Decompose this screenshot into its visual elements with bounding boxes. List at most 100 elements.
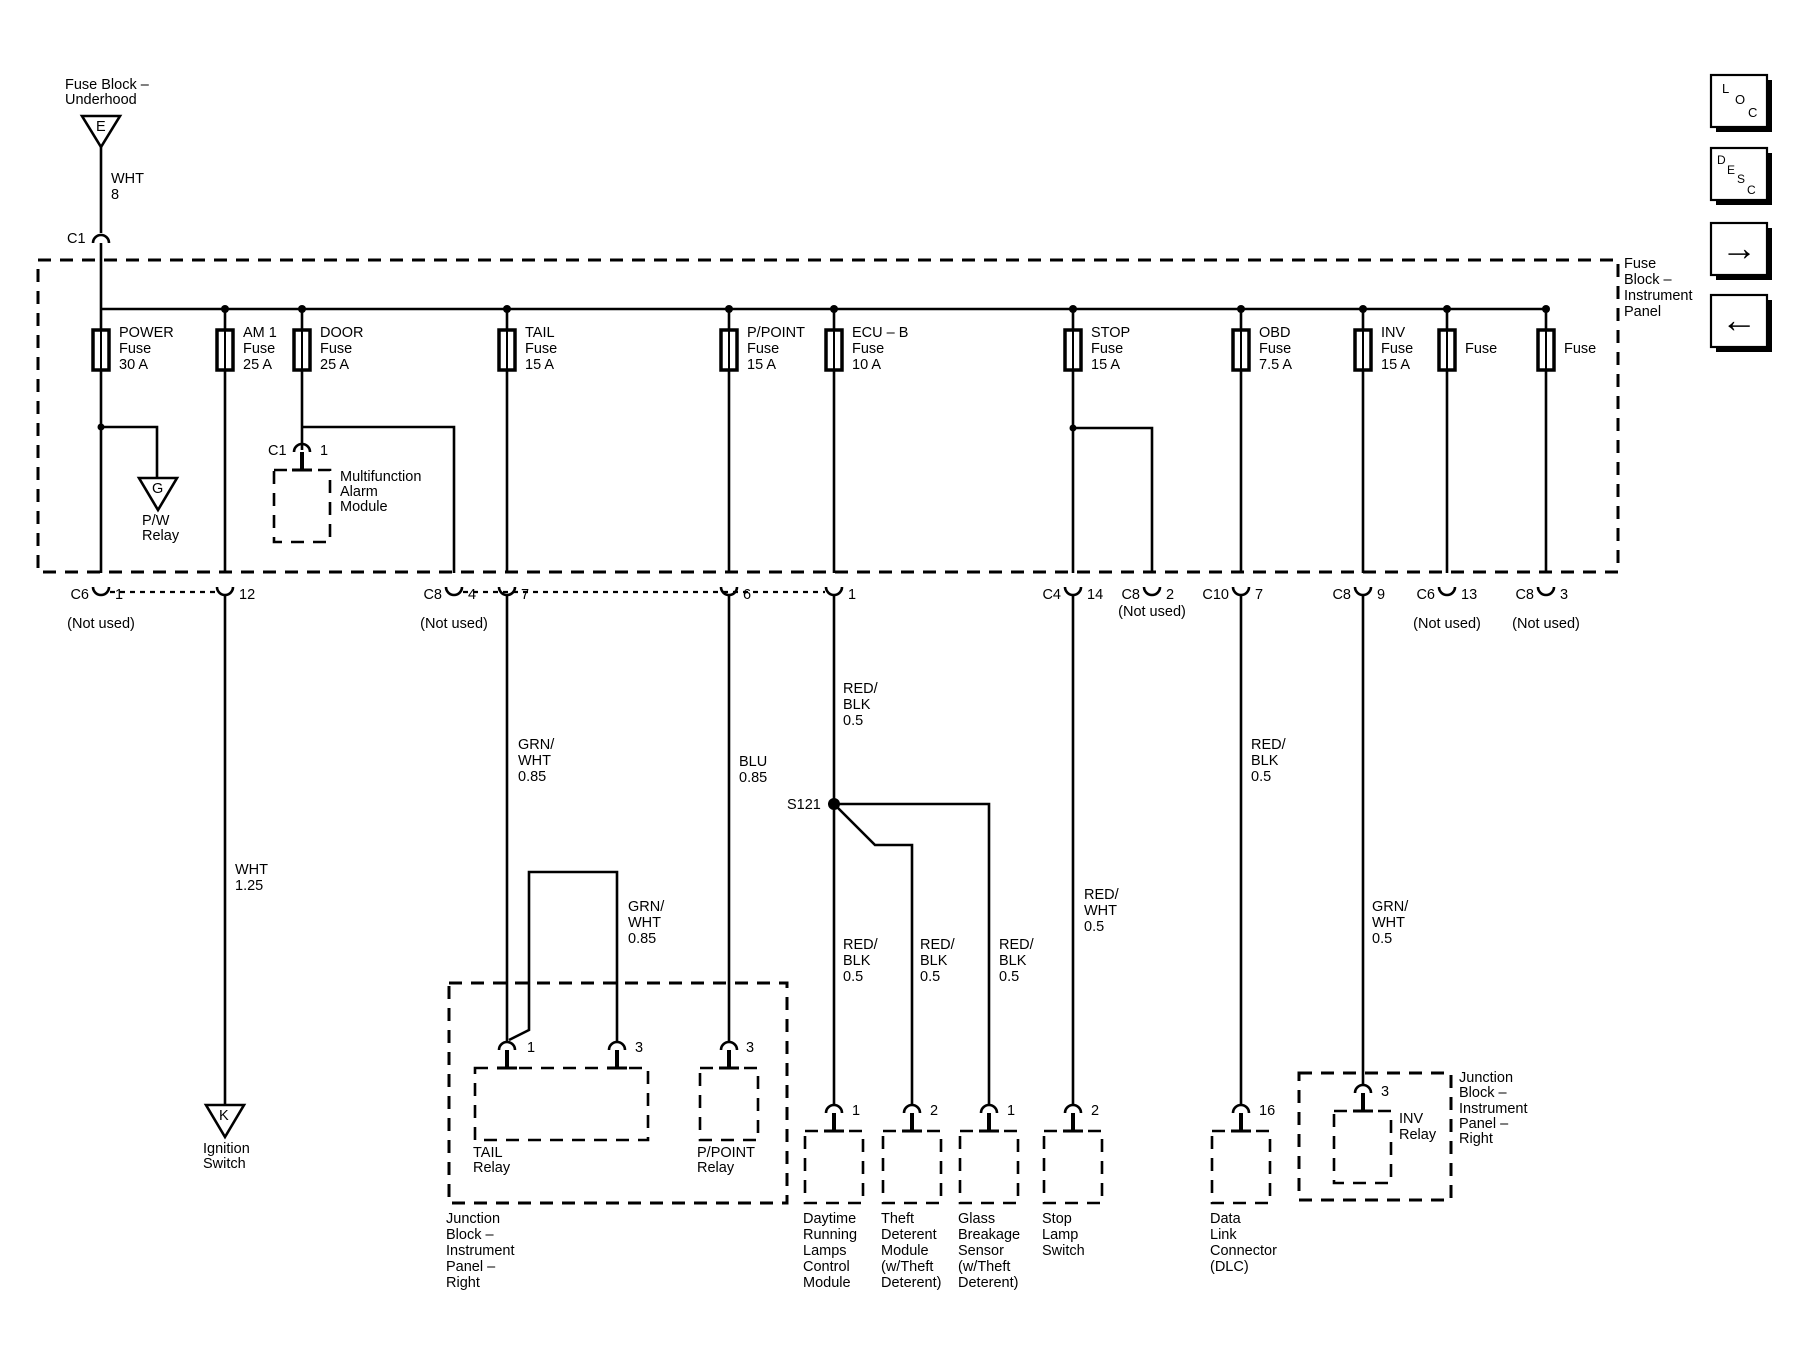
- jb-left-label-line4: Panel –: [446, 1259, 496, 1275]
- connector-c6-13-note: (Not used): [1413, 616, 1481, 632]
- pw-relay-label-line1: P/W: [142, 513, 170, 529]
- fuse-power-label-1: Fuse: [119, 341, 151, 357]
- alarm-module-pin: 1: [320, 443, 328, 459]
- junction-block-left-outline: [447, 981, 789, 1205]
- prev-page-button[interactable]: ←: [1709, 293, 1772, 352]
- connector-c8-3-name: C8: [1515, 587, 1534, 603]
- connector-tail-7: 7: [497, 586, 529, 603]
- inv-relay-label-line1: INV: [1399, 1111, 1424, 1127]
- load-stop-label-1: Lamp: [1042, 1227, 1078, 1243]
- inv-relay: 3 INV Relay: [1332, 1083, 1437, 1185]
- connector-c8-2-pin: 2: [1166, 587, 1174, 603]
- desc-letter-e: E: [1727, 163, 1735, 177]
- load-stop-label-2: Switch: [1042, 1243, 1085, 1259]
- connector-c6-13-pin: 13: [1461, 587, 1477, 603]
- wire-inv-line3: 0.5: [1372, 931, 1392, 947]
- connector-c6-13-name: C6: [1416, 587, 1435, 603]
- load-glass-label-2: Sensor: [958, 1243, 1004, 1259]
- fuse-tail-label-1: Fuse: [525, 341, 557, 357]
- arrow-right-icon: →: [1721, 227, 1757, 268]
- connector-c8-9-pin: 9: [1377, 587, 1385, 603]
- pw-relay: G P/W Relay: [101, 425, 180, 544]
- desc-button[interactable]: D E S C: [1709, 146, 1772, 205]
- fuse-ecub-label-2: 10 A: [852, 357, 881, 373]
- connector-c8-4-pin: 4: [468, 587, 476, 603]
- tail-relay-label-line2: Relay: [473, 1160, 511, 1176]
- fuse-ppoint-label-2: 15 A: [747, 357, 776, 373]
- fuse-power-label-2: 30 A: [119, 357, 148, 373]
- wire-am1-size: 1.25: [235, 878, 263, 894]
- wire-theft-line1: RED/: [920, 937, 956, 953]
- wire-drl-line1: RED/: [843, 937, 879, 953]
- load-theft-label-2: Module: [881, 1243, 929, 1259]
- loc-letter-l: L: [1722, 81, 1729, 96]
- fuse-ppoint-label-0: P/POINT: [747, 325, 805, 341]
- fuse-obd-label-1: Fuse: [1259, 341, 1291, 357]
- wire-theft-line2: BLK: [920, 953, 948, 969]
- wire-ecub-line1: RED/: [843, 681, 879, 697]
- load-theft-label-1: Deterent: [881, 1227, 937, 1243]
- ignition-label-line1: Ignition: [203, 1141, 250, 1157]
- load-glass-label-3: (w/Theft: [958, 1259, 1010, 1275]
- alarm-module-label-line1: Multifunction: [340, 469, 421, 485]
- pw-relay-connector-letter: G: [152, 481, 163, 497]
- desc-letter-d: D: [1717, 153, 1726, 167]
- connector-c10-7-pin: 7: [1255, 587, 1263, 603]
- next-page-button[interactable]: →: [1709, 221, 1772, 280]
- load-drl-label-4: Module: [803, 1275, 851, 1291]
- fuse-obd-label-0: OBD: [1259, 325, 1290, 341]
- loc-letter-o: O: [1735, 92, 1745, 107]
- loc-button[interactable]: L O C: [1709, 73, 1772, 132]
- jb-left-label-line3: Instrument: [446, 1243, 515, 1259]
- connector-ppoint-6-pin: 6: [743, 587, 751, 603]
- fuse-spare1-label-0: Fuse: [1465, 341, 1497, 357]
- load-glass-label-0: Glass: [958, 1211, 995, 1227]
- connector-c8-4-name: C8: [423, 587, 442, 603]
- connector-ecub-1: 1: [824, 586, 856, 603]
- ignition-switch: K Ignition Switch: [203, 1103, 250, 1172]
- load-dlc-label-3: (DLC): [1210, 1259, 1249, 1275]
- wire-drl-line2: BLK: [843, 953, 871, 969]
- load-drl-label-3: Control: [803, 1259, 850, 1275]
- fuse-spare2-label-0: Fuse: [1564, 341, 1596, 357]
- alarm-module-label-line3: Module: [340, 499, 388, 515]
- connector-c8-2-name: C8: [1121, 587, 1140, 603]
- load-dlc-label-1: Link: [1210, 1227, 1237, 1243]
- fuse-tail-label-0: TAIL: [525, 325, 555, 341]
- wire-tail-line3: 0.85: [518, 769, 546, 785]
- connector-c6-13: C6 13 (Not used): [1413, 586, 1481, 632]
- pw-relay-label-line2: Relay: [142, 528, 180, 544]
- fuse-ppoint-label-1: Fuse: [747, 341, 779, 357]
- jb-right-label-line1: Junction: [1459, 1070, 1513, 1086]
- wire-obd-line1: RED/: [1251, 737, 1287, 753]
- fuse-power-label-0: POWER: [119, 325, 174, 341]
- feed-connector-c1: [91, 233, 111, 244]
- load-glass-label-4: Deterent): [958, 1275, 1018, 1291]
- load-drl-label-0: Daytime: [803, 1211, 856, 1227]
- fuse-am1-label-1: Fuse: [243, 341, 275, 357]
- fuse-stop-label-0: STOP: [1091, 325, 1130, 341]
- wire-tail-loop-line1: GRN/: [628, 899, 665, 915]
- load-theft-label-0: Theft: [881, 1211, 914, 1227]
- splice-label: S121: [787, 797, 821, 813]
- alarm-module-label-line2: Alarm: [340, 484, 378, 500]
- load-glass-label-1: Breakage: [958, 1227, 1020, 1243]
- load-drl-label-2: Lamps: [803, 1243, 847, 1259]
- load-theft-label-3: (w/Theft: [881, 1259, 933, 1275]
- feed-wire-color: WHT: [111, 171, 144, 187]
- fuse-ecub-label-1: Fuse: [852, 341, 884, 357]
- wire-stop-line3: 0.5: [1084, 919, 1104, 935]
- connector-c8-2-note: (Not used): [1118, 604, 1186, 620]
